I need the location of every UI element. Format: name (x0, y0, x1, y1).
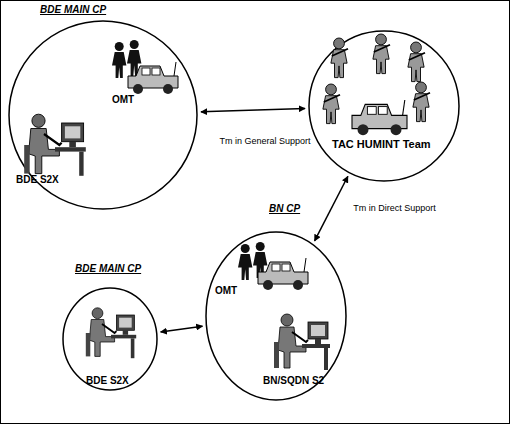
edge-label: Tm in Direct Support (353, 203, 436, 213)
circle-outline (309, 31, 459, 181)
operator-icon (86, 308, 136, 358)
node-label: OMT (112, 94, 134, 105)
node-label: TAC HUMINT Team (332, 138, 431, 150)
node-label: BN/SQDN S2 (263, 375, 324, 386)
location-circle: BDE MAIN CPOMTBDE S2X (8, 20, 198, 210)
omt-icon (112, 40, 178, 94)
operator-icon (274, 314, 330, 370)
node-label: BDE S2X (86, 375, 129, 386)
node-label: BDE S2X (16, 174, 59, 185)
heading: BDE MAIN CP (75, 263, 141, 274)
humint-team-icon (323, 34, 430, 135)
heading: BDE MAIN CP (40, 4, 106, 15)
omt-icon (238, 242, 308, 290)
double-arrow (201, 109, 305, 112)
edge-label: Tm in General Support (219, 136, 310, 146)
circle-outline (206, 232, 346, 400)
location-circle: BDE MAIN CPBDE S2X (62, 287, 158, 391)
operator-icon (24, 114, 86, 176)
location-circle: BN CPOMTBN/SQDN S2 (205, 231, 347, 401)
heading: BN CP (269, 203, 300, 214)
circle-outline (308, 30, 460, 182)
circle-outline (9, 21, 197, 209)
circle-outline (63, 288, 157, 390)
node-label: OMT (215, 285, 237, 296)
double-arrow (161, 326, 203, 332)
location-circle: TAC HUMINT Team (308, 30, 460, 182)
double-arrow (315, 176, 348, 241)
